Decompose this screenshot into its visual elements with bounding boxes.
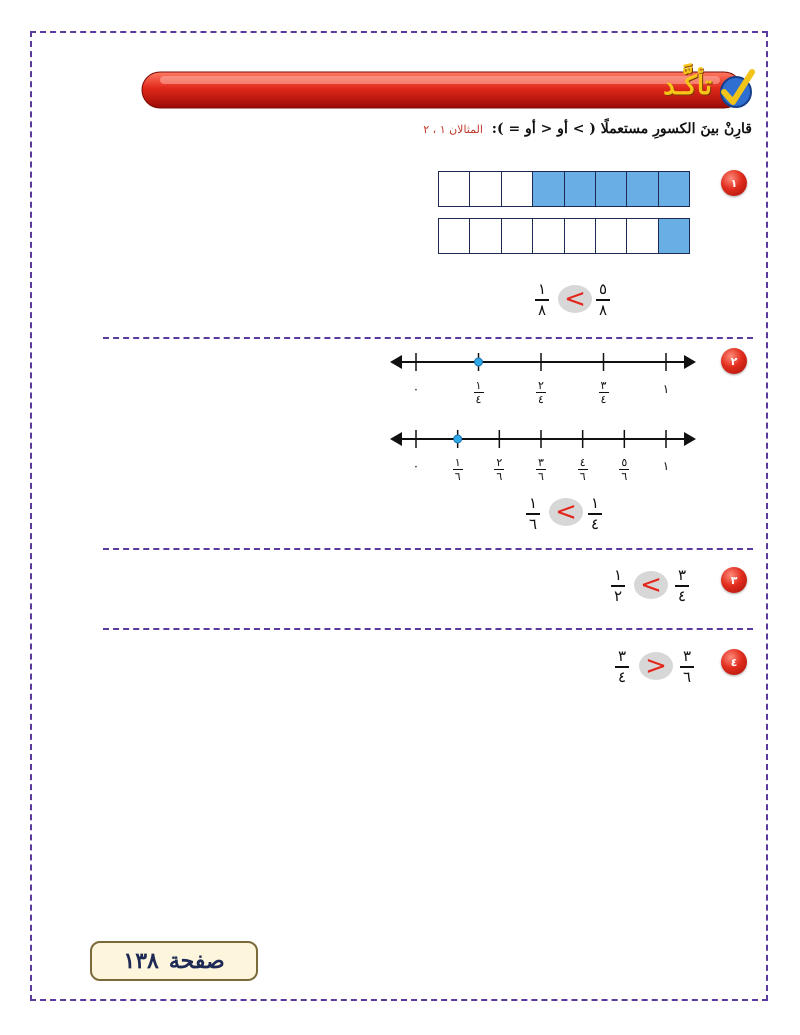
number-line-fourths <box>390 353 696 371</box>
denominator: ٦ <box>496 470 503 483</box>
numerator: ١ <box>537 280 547 298</box>
numerator: ٣ <box>600 379 607 392</box>
fraction-bar-cell <box>657 172 689 206</box>
fraction-bar-cell <box>532 172 564 206</box>
fraction-right: ١ ٢ <box>610 568 626 604</box>
fraction-bar-cell <box>563 172 595 206</box>
numerator: ٢ <box>538 379 544 392</box>
comparison-symbol: > <box>639 652 673 680</box>
example-reference: المثالان ١ ، ٢ <box>423 123 483 136</box>
fraction-left: ٣ ٤ <box>674 568 690 604</box>
instruction-text: قارِنْ بينَ الكسورِ مستعملًا ( > أو < أو… <box>491 121 752 137</box>
numerator: ١ <box>454 456 461 469</box>
checkmark-icon <box>720 69 755 108</box>
denominator: ٤ <box>475 393 482 406</box>
exercise-number-badge: ٢ <box>721 348 747 374</box>
fraction-left: ٣ ٦ <box>679 649 695 685</box>
fraction-bar-five-eighths <box>438 171 690 207</box>
denominator: ٦ <box>454 470 461 483</box>
numerator: ٣ <box>538 456 544 469</box>
fraction-right: ٣ ٤ <box>614 649 630 685</box>
denominator: ٤ <box>538 393 544 406</box>
page-number: ١٣٨ <box>123 948 159 974</box>
numerator: ٣ <box>682 647 692 665</box>
denominator: ٨ <box>598 300 608 319</box>
denominator: ٦ <box>528 514 538 533</box>
numerator: ٥ <box>621 456 628 469</box>
denominator: ٤ <box>617 667 627 686</box>
tick-label: ٠ <box>412 459 420 473</box>
tick-label: ٠ <box>412 382 420 396</box>
fraction-left: ١ ٤ <box>587 496 603 532</box>
denominator: ٤ <box>677 586 687 605</box>
section-divider <box>103 548 753 550</box>
exercise-number-badge: ١ <box>721 170 747 196</box>
number-line-sixths <box>390 430 696 448</box>
banner-bar <box>141 71 743 109</box>
fraction-bar-one-eighth <box>438 218 690 254</box>
section-banner: تأكَّـد <box>140 68 760 114</box>
fraction-right: ١ ٨ <box>534 282 550 318</box>
fraction-bar-cell <box>500 219 533 253</box>
numerator: ٣ <box>677 566 687 584</box>
tick-label: ١ <box>662 382 670 396</box>
fraction-bar-cell <box>469 219 501 253</box>
fraction-bar-cell <box>439 219 470 253</box>
denominator: ٦ <box>682 667 692 686</box>
denominator: ٤ <box>590 514 600 533</box>
numerator: ١ <box>590 494 600 512</box>
fraction-bar-cell <box>532 219 564 253</box>
fraction-bar-cell <box>439 172 470 206</box>
page-number-label: صفحة ١٣٨ <box>90 941 258 981</box>
fraction-bar-cell <box>563 219 595 253</box>
fraction-left: ٥ ٨ <box>595 282 611 318</box>
fraction-bar-cell <box>594 172 627 206</box>
fraction-bar-cell <box>657 219 689 253</box>
fraction-bar-cell <box>594 219 627 253</box>
section-divider <box>103 337 753 339</box>
denominator: ٦ <box>579 470 586 483</box>
denominator: ٤ <box>600 393 607 406</box>
numerator: ٤ <box>579 456 586 469</box>
exercise-number-badge: ٤ <box>721 649 747 675</box>
comparison-symbol: < <box>549 498 583 526</box>
fraction-bar-cell <box>626 219 658 253</box>
banner-title: تأكَّـد <box>663 71 712 101</box>
instruction-line: قارِنْ بينَ الكسورِ مستعملًا ( > أو < أو… <box>423 121 752 137</box>
tick-label: ١ <box>662 459 670 473</box>
fraction-right: ١ ٦ <box>525 496 541 532</box>
page-frame <box>30 31 768 1001</box>
denominator: ٢ <box>613 586 623 605</box>
marked-point <box>474 357 483 367</box>
numerator: ٣ <box>617 647 627 665</box>
fraction-bar-cell <box>469 172 501 206</box>
page-label-word: صفحة <box>168 948 225 974</box>
denominator: ٨ <box>537 300 547 319</box>
exercise-number-badge: ٣ <box>721 567 747 593</box>
denominator: ٦ <box>621 470 628 483</box>
numerator: ١ <box>613 566 623 584</box>
fraction-bar-cell <box>626 172 658 206</box>
marked-point <box>453 434 463 444</box>
numerator: ٥ <box>598 280 608 298</box>
denominator: ٦ <box>538 470 544 483</box>
numerator: ١ <box>475 379 482 392</box>
section-divider <box>103 628 753 630</box>
numerator: ١ <box>528 494 538 512</box>
fraction-bar-cell <box>500 172 533 206</box>
comparison-symbol: < <box>558 285 592 313</box>
numerator: ٢ <box>496 456 503 469</box>
comparison-symbol: < <box>634 571 668 599</box>
